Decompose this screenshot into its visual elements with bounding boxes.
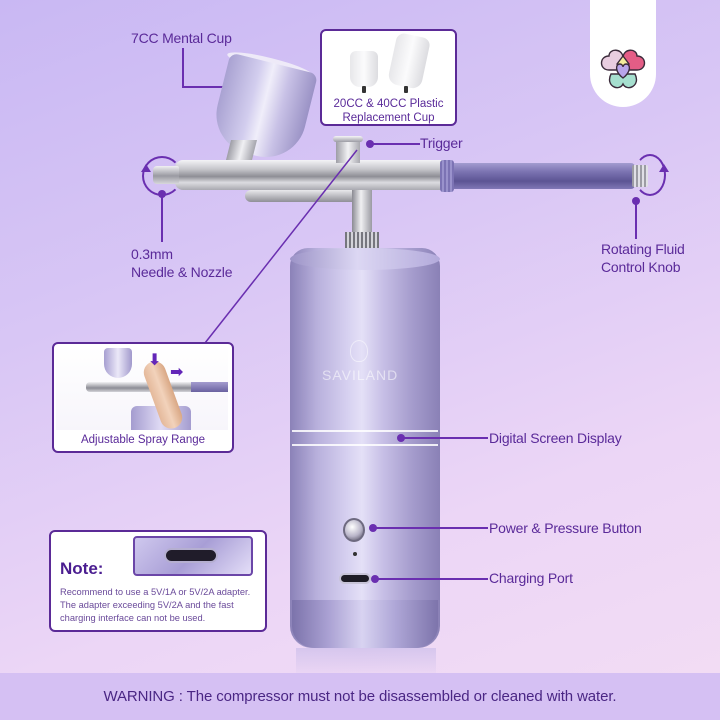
small-cup-tip bbox=[362, 86, 366, 93]
usb-c-port bbox=[339, 573, 371, 584]
compressor-base bbox=[292, 600, 438, 648]
knob-rotate-arrow-icon bbox=[634, 154, 666, 196]
small-plastic-cup-image bbox=[350, 51, 378, 87]
gun-handle-collar bbox=[440, 160, 454, 192]
metal-cup bbox=[207, 52, 319, 166]
indicator-led bbox=[353, 552, 357, 556]
knob-label-line1: Rotating Fluid bbox=[601, 241, 685, 257]
trigger-label: Trigger bbox=[420, 135, 463, 151]
gun-handle bbox=[440, 163, 635, 189]
usb-c-port-icon bbox=[164, 548, 218, 563]
gun-underbar bbox=[245, 190, 365, 202]
knob-arrow-head-icon bbox=[659, 164, 669, 172]
note-body: Recommend to use a 5V/1A or 5V/2A adapte… bbox=[60, 587, 251, 623]
mini-handle bbox=[191, 382, 228, 392]
trigger-dot bbox=[366, 140, 374, 148]
large-plastic-cup-image bbox=[386, 32, 432, 90]
knob-label: Rotating Fluid Control Knob bbox=[601, 240, 685, 276]
brand-mark-icon bbox=[350, 340, 368, 362]
needle-label-line2: Needle & Nozzle bbox=[131, 264, 233, 280]
clover-heart-logo-icon bbox=[600, 49, 646, 89]
power-pressure-button bbox=[343, 518, 365, 542]
trigger-cap bbox=[333, 136, 363, 142]
needle-label: 0.3mm Needle & Nozzle bbox=[131, 245, 232, 281]
metal-cup-leader-h bbox=[182, 86, 228, 88]
spray-range-caption: Adjustable Spray Range bbox=[80, 434, 206, 446]
pull-back-arrow-icon: ➡ bbox=[170, 364, 184, 381]
knob-dot bbox=[632, 197, 640, 205]
metal-cup-leader-v bbox=[182, 48, 184, 88]
plastic-cup-caption-line1: 20CC & 40CC Plastic bbox=[333, 98, 444, 110]
plastic-cup-card: 20CC & 40CC Plastic Replacement Cup bbox=[320, 29, 457, 126]
warning-text: WARNING : The compressor must not be dis… bbox=[103, 688, 617, 705]
mini-cup bbox=[104, 348, 132, 378]
screen-dot bbox=[397, 434, 405, 442]
needle-dot bbox=[158, 190, 166, 198]
charging-dot bbox=[371, 575, 379, 583]
metal-cup-label: 7CC Mental Cup bbox=[131, 30, 232, 46]
trigger-leader bbox=[372, 143, 420, 145]
needle-arrow-head-icon bbox=[141, 164, 151, 172]
charging-port-label: Charging Port bbox=[489, 570, 573, 586]
power-button-label: Power & Pressure Button bbox=[489, 520, 642, 536]
compressor-body bbox=[290, 248, 440, 648]
warning-bar: WARNING : The compressor must not be dis… bbox=[0, 673, 720, 720]
charging-leader bbox=[377, 578, 488, 580]
large-cup-tip bbox=[404, 86, 408, 93]
plastic-cup-caption: 20CC & 40CC Plastic Replacement Cup bbox=[322, 97, 455, 125]
power-leader bbox=[375, 527, 488, 529]
needle-label-line1: 0.3mm bbox=[131, 246, 173, 262]
power-dot bbox=[369, 524, 377, 532]
note-title: Note: bbox=[60, 559, 104, 578]
screen-ring-top bbox=[292, 430, 438, 432]
screen-display-label: Digital Screen Display bbox=[489, 430, 622, 446]
plastic-cup-caption-line2: Replacement Cup bbox=[342, 112, 435, 124]
press-down-arrow-icon: ⬇ bbox=[148, 352, 162, 369]
screen-ring-bottom bbox=[292, 444, 438, 446]
spray-range-image: ⬇ ➡ bbox=[56, 346, 228, 430]
brand-logo-tab bbox=[590, 0, 656, 107]
compressor-top bbox=[290, 248, 440, 270]
knob-leader bbox=[635, 203, 637, 239]
knob-label-line2: Control Knob bbox=[601, 259, 681, 275]
brand-engraving: SAVILAND bbox=[322, 367, 399, 383]
screen-leader bbox=[403, 437, 488, 439]
needle-leader bbox=[161, 196, 163, 242]
airbrush-gun-body bbox=[175, 160, 450, 190]
